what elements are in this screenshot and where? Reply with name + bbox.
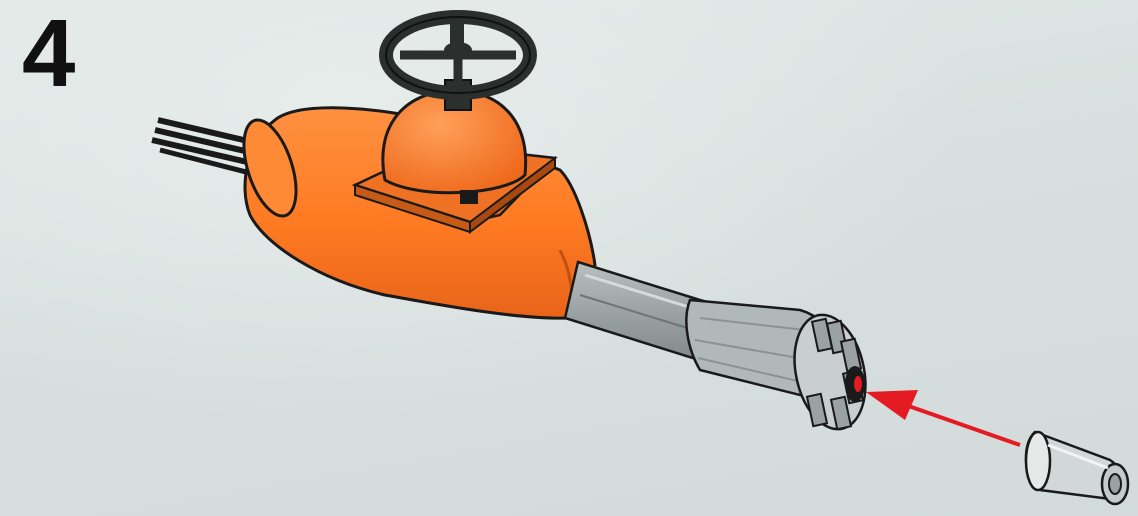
assembly-arrow	[866, 390, 1020, 445]
handwheel	[386, 17, 530, 110]
dome-slot	[460, 190, 478, 204]
gray-nozzle	[565, 262, 875, 436]
nozzle-tip	[1026, 432, 1128, 504]
